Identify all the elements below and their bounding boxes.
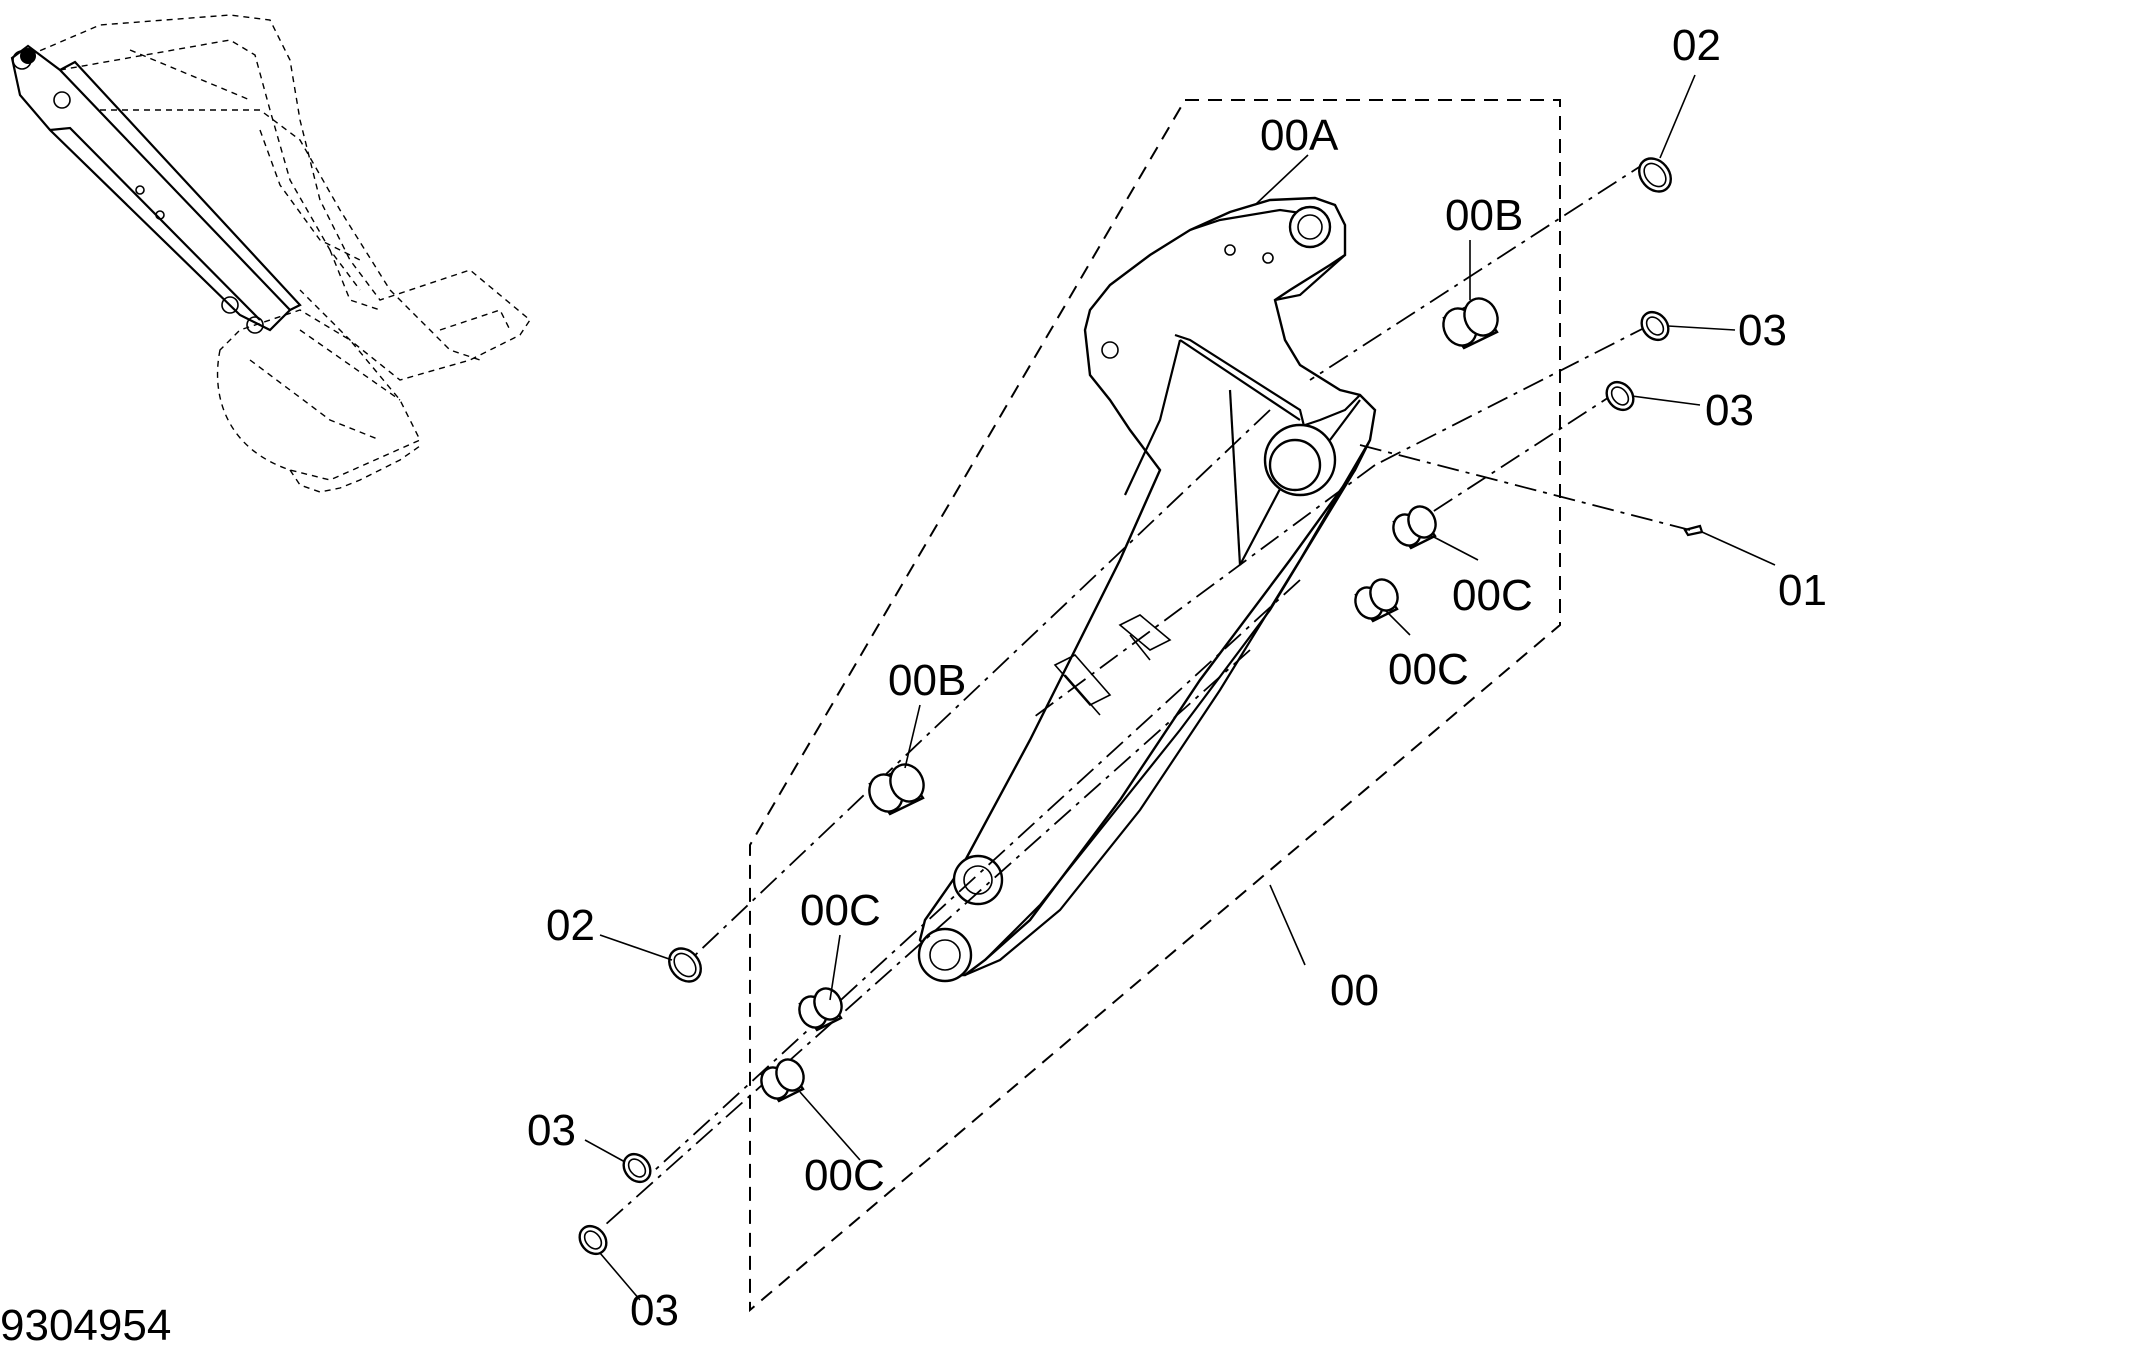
bushing-00B-bottom (868, 763, 925, 816)
callout-02-bottom: 02 (546, 901, 595, 950)
callout-00C-right-1: 00C (1452, 571, 1533, 620)
ring-02-top (1638, 157, 1672, 193)
washer-03-right-1 (1640, 310, 1670, 342)
assembly-boundary (749, 99, 1561, 1313)
callout-02-top: 02 (1672, 21, 1721, 70)
washer-03-right-2 (1605, 380, 1635, 412)
bushing-00C-right-2 (1354, 578, 1399, 623)
explode-axes (604, 159, 1691, 1226)
callout-00B-top: 00B (1445, 191, 1523, 240)
document-number: 9304954 (0, 1301, 171, 1345)
bushing-00C-bottom-1 (798, 987, 843, 1032)
overview-thumbnail (10, 14, 531, 493)
callout-03-right-2: 03 (1705, 386, 1754, 435)
callout-00: 00 (1330, 966, 1379, 1015)
callout-03-right-1: 03 (1738, 306, 1787, 355)
callout-03-bottom-1: 03 (527, 1106, 576, 1155)
bushing-00C-bottom-2 (760, 1058, 805, 1103)
part-01 (1683, 524, 1704, 537)
bushing-00B-top (1442, 297, 1499, 350)
washer-03-bottom-1 (622, 1152, 652, 1184)
callout-01: 01 (1778, 566, 1827, 615)
callout-00C-bottom-2: 00C (804, 1151, 885, 1200)
arm-body (917, 196, 1377, 983)
leader-lines (584, 74, 1776, 1301)
callout-03-bottom-2: 03 (630, 1286, 679, 1335)
callout-00C-bottom-1: 00C (800, 886, 881, 935)
callout-00B-bottom: 00B (888, 656, 966, 705)
callout-00C-right-2: 00C (1388, 645, 1469, 694)
callout-00A: 00A (1260, 111, 1339, 160)
bushing-00C-right-1 (1392, 505, 1437, 550)
washer-03-bottom-2 (578, 1224, 608, 1256)
ring-02-bottom (668, 947, 702, 983)
